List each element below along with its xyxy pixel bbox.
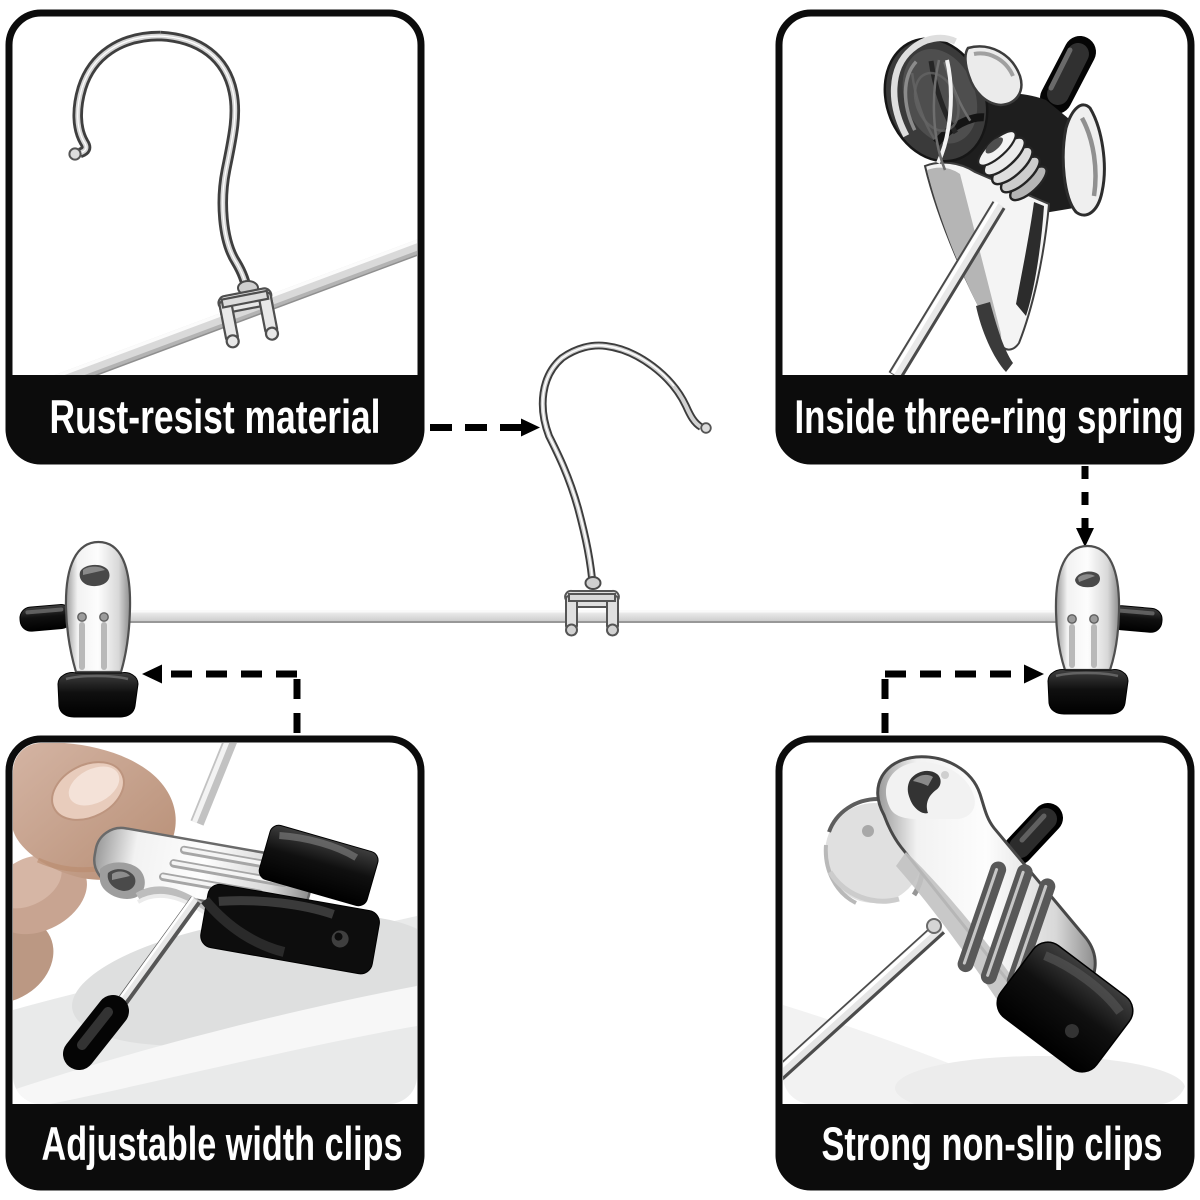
svg-text:Strong non-slip clips: Strong non-slip clips: [822, 1117, 1163, 1170]
svg-text:Inside three-ring spring: Inside three-ring spring: [795, 390, 1184, 443]
svg-text:Rust-resist material: Rust-resist material: [50, 390, 381, 443]
svg-text:Adjustable width clips: Adjustable width clips: [42, 1117, 403, 1170]
